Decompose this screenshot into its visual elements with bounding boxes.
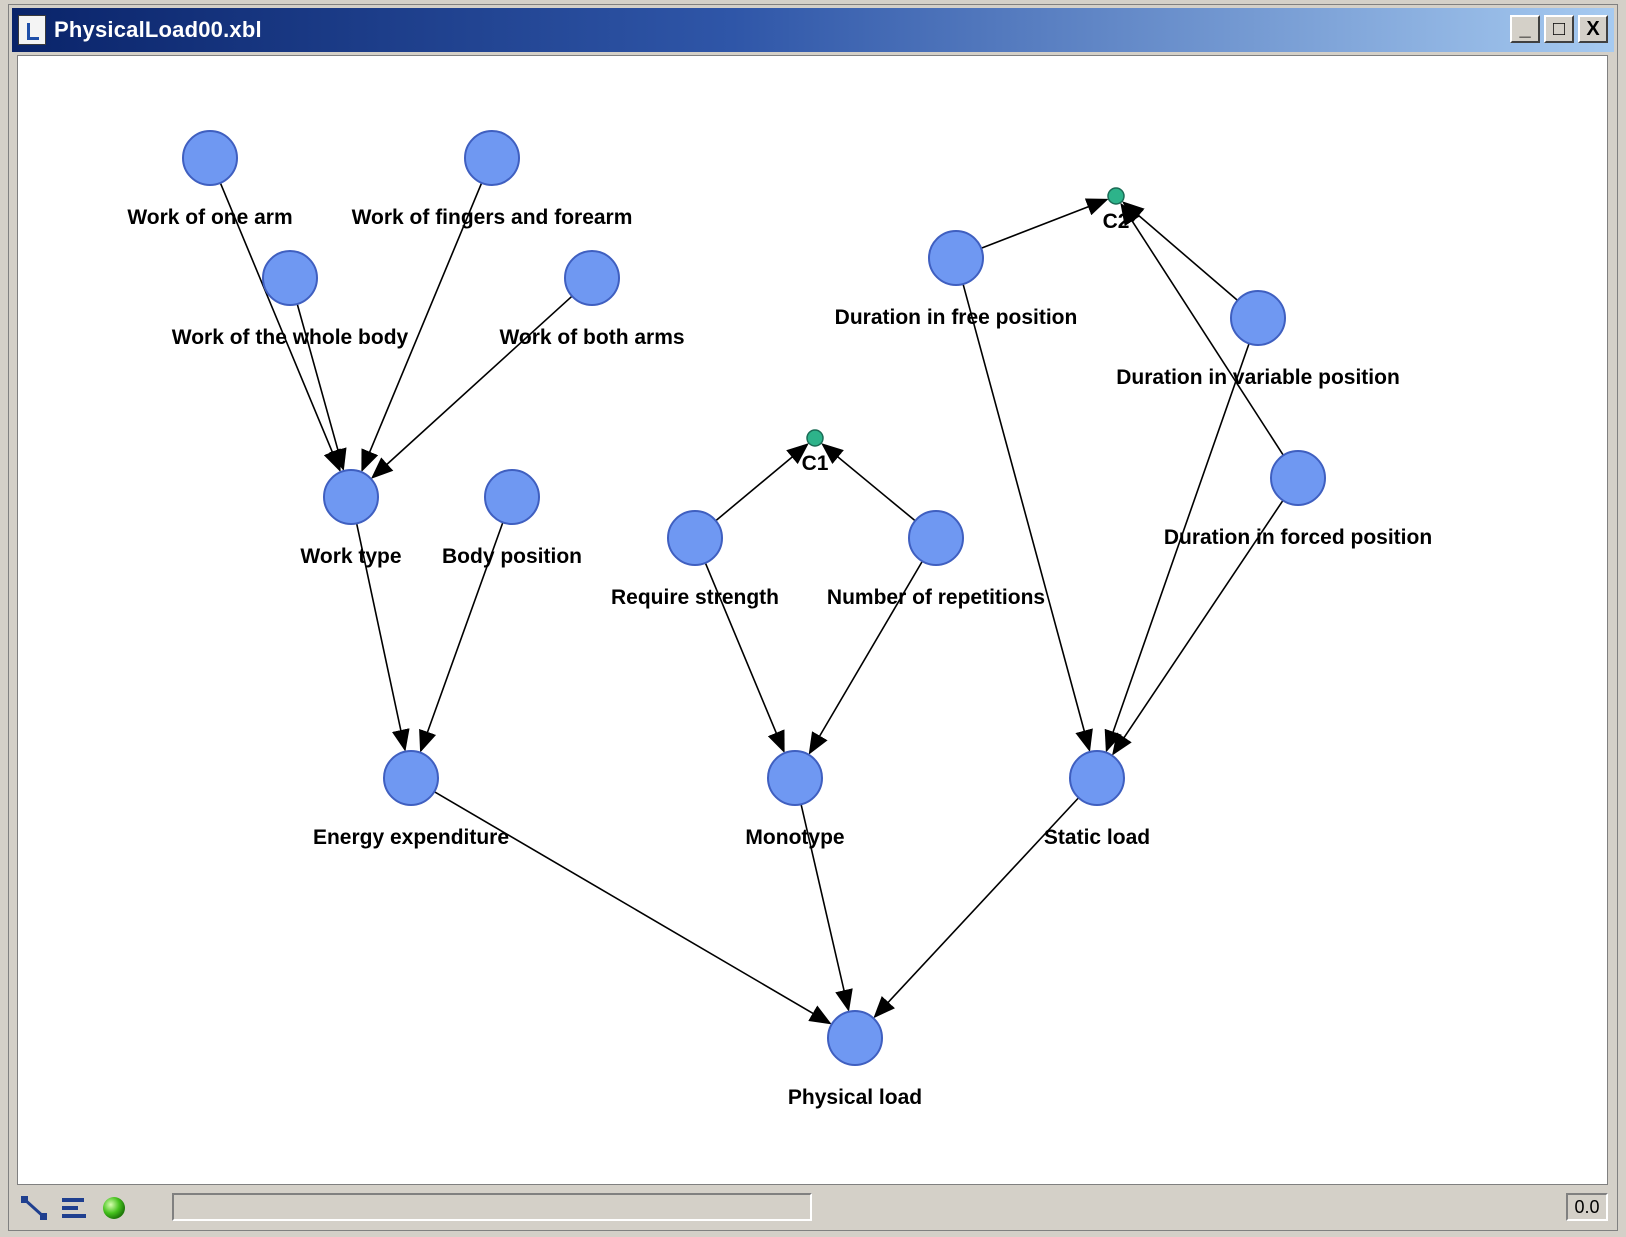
node-label: Energy expenditure [313, 826, 509, 849]
node-label: Work of both arms [499, 326, 684, 349]
graph-editor-window: PhysicalLoad00.xbl _ □ X Work of one arm… [8, 4, 1618, 1231]
node-label: Require strength [611, 586, 779, 609]
node-work-of-one-arm[interactable]: Work of one arm [127, 130, 293, 229]
layout-icon[interactable] [56, 1192, 92, 1224]
node-label: Duration in variable position [1116, 366, 1400, 389]
node-label: Duration in free position [835, 306, 1078, 329]
node-circle[interactable] [806, 429, 824, 447]
edge-work-of-fingers-and-forearm-to-work-type[interactable] [361, 182, 483, 473]
node-label: Number of repetitions [827, 586, 1045, 609]
node-circle[interactable] [1270, 450, 1326, 506]
app-icon[interactable] [18, 15, 46, 45]
node-circle[interactable] [464, 130, 520, 186]
node-circle[interactable] [1069, 750, 1125, 806]
node-label: Body position [442, 545, 582, 568]
status-bar: 0.0 [12, 1188, 1614, 1228]
node-circle[interactable] [383, 750, 439, 806]
node-label: C2 [1103, 210, 1130, 233]
node-circle[interactable] [827, 1010, 883, 1066]
node-body-position[interactable]: Body position [442, 469, 582, 568]
window-title: PhysicalLoad00.xbl [54, 17, 262, 42]
edge-work-of-the-whole-body-to-work-type[interactable] [296, 303, 347, 471]
node-label: Static load [1044, 826, 1150, 849]
node-label: Work type [300, 545, 401, 568]
node-duration-in-variable-position[interactable]: Duration in variable position [1116, 290, 1400, 389]
edge-require-strength-to-c1[interactable] [715, 443, 809, 522]
node-circle[interactable] [908, 510, 964, 566]
edge-static-load-to-physical-load[interactable] [873, 797, 1080, 1019]
node-c1[interactable]: C1 [802, 429, 829, 475]
edge-duration-in-variable-position-to-static-load[interactable] [1104, 343, 1250, 753]
zoom-readout: 0.0 [1566, 1193, 1608, 1221]
node-work-of-both-arms[interactable]: Work of both arms [499, 250, 685, 349]
node-label: Work of one arm [127, 206, 292, 229]
node-label: Duration in forced position [1164, 526, 1432, 549]
graph-canvas[interactable]: Work of one arm Work of fingers and forea… [17, 55, 1608, 1185]
edge-body-position-to-energy-expenditure[interactable] [419, 522, 504, 753]
edge-duration-in-forced-position-to-static-load[interactable] [1112, 499, 1284, 756]
node-duration-in-free-position[interactable]: Duration in free position [835, 230, 1078, 329]
node-label: Work of the whole body [172, 326, 409, 349]
node-circle[interactable] [323, 469, 379, 525]
node-work-of-fingers-and-forearm[interactable]: Work of fingers and forearm [352, 130, 633, 229]
edge-duration-in-free-position-to-static-load[interactable] [962, 283, 1093, 752]
node-circle[interactable] [1107, 187, 1125, 205]
edge-require-strength-to-monotype[interactable] [704, 562, 785, 754]
close-button[interactable]: X [1578, 15, 1608, 43]
edge-work-of-one-arm-to-work-type[interactable] [219, 182, 341, 473]
edge-work-type-to-energy-expenditure[interactable] [355, 523, 410, 752]
edge-work-of-both-arms-to-work-type[interactable] [370, 295, 573, 479]
edge-number-of-repetitions-to-monotype[interactable] [808, 560, 924, 755]
node-circle[interactable] [667, 510, 723, 566]
node-circle[interactable] [484, 469, 540, 525]
edge-duration-in-forced-position-to-c2[interactable] [1120, 202, 1285, 456]
node-circle[interactable] [928, 230, 984, 286]
window-controls: _ □ X [1510, 15, 1608, 43]
node-energy-expenditure[interactable]: Energy expenditure [313, 750, 509, 849]
node-monotype[interactable]: Monotype [745, 750, 845, 849]
node-circle[interactable] [1230, 290, 1286, 346]
node-work-type[interactable]: Work type [300, 469, 402, 568]
node-work-of-the-whole-body[interactable]: Work of the whole body [172, 250, 409, 349]
green-status-icon [96, 1192, 132, 1224]
edge-energy-expenditure-to-physical-load[interactable] [433, 790, 832, 1025]
edge-monotype-to-physical-load[interactable] [800, 804, 853, 1012]
node-c2[interactable]: C2 [1103, 187, 1130, 233]
minimize-button[interactable]: _ [1510, 15, 1540, 43]
node-label: C1 [802, 452, 829, 475]
node-require-strength[interactable]: Require strength [611, 510, 779, 609]
edge-duration-in-variable-position-to-c2[interactable] [1122, 201, 1239, 302]
node-physical-load[interactable]: Physical load [788, 1010, 922, 1109]
node-duration-in-forced-position[interactable]: Duration in forced position [1164, 450, 1432, 549]
maximize-button[interactable]: □ [1544, 15, 1574, 43]
node-static-load[interactable]: Static load [1044, 750, 1150, 849]
edge-duration-in-free-position-to-c2[interactable] [980, 198, 1109, 249]
edge-number-of-repetitions-to-c1[interactable] [821, 443, 916, 522]
node-circle[interactable] [262, 250, 318, 306]
status-message-field [172, 1193, 812, 1221]
node-circle[interactable] [182, 130, 238, 186]
node-label: Work of fingers and forearm [352, 206, 633, 229]
node-number-of-repetitions[interactable]: Number of repetitions [827, 510, 1045, 609]
node-circle[interactable] [564, 250, 620, 306]
node-circle[interactable] [767, 750, 823, 806]
edge-tool-icon[interactable] [16, 1192, 52, 1224]
title-bar[interactable]: PhysicalLoad00.xbl _ □ X [12, 8, 1614, 52]
node-label: Monotype [745, 826, 844, 849]
node-label: Physical load [788, 1086, 922, 1109]
graph-diagram: Work of one arm Work of fingers and forea… [127, 130, 1432, 1109]
